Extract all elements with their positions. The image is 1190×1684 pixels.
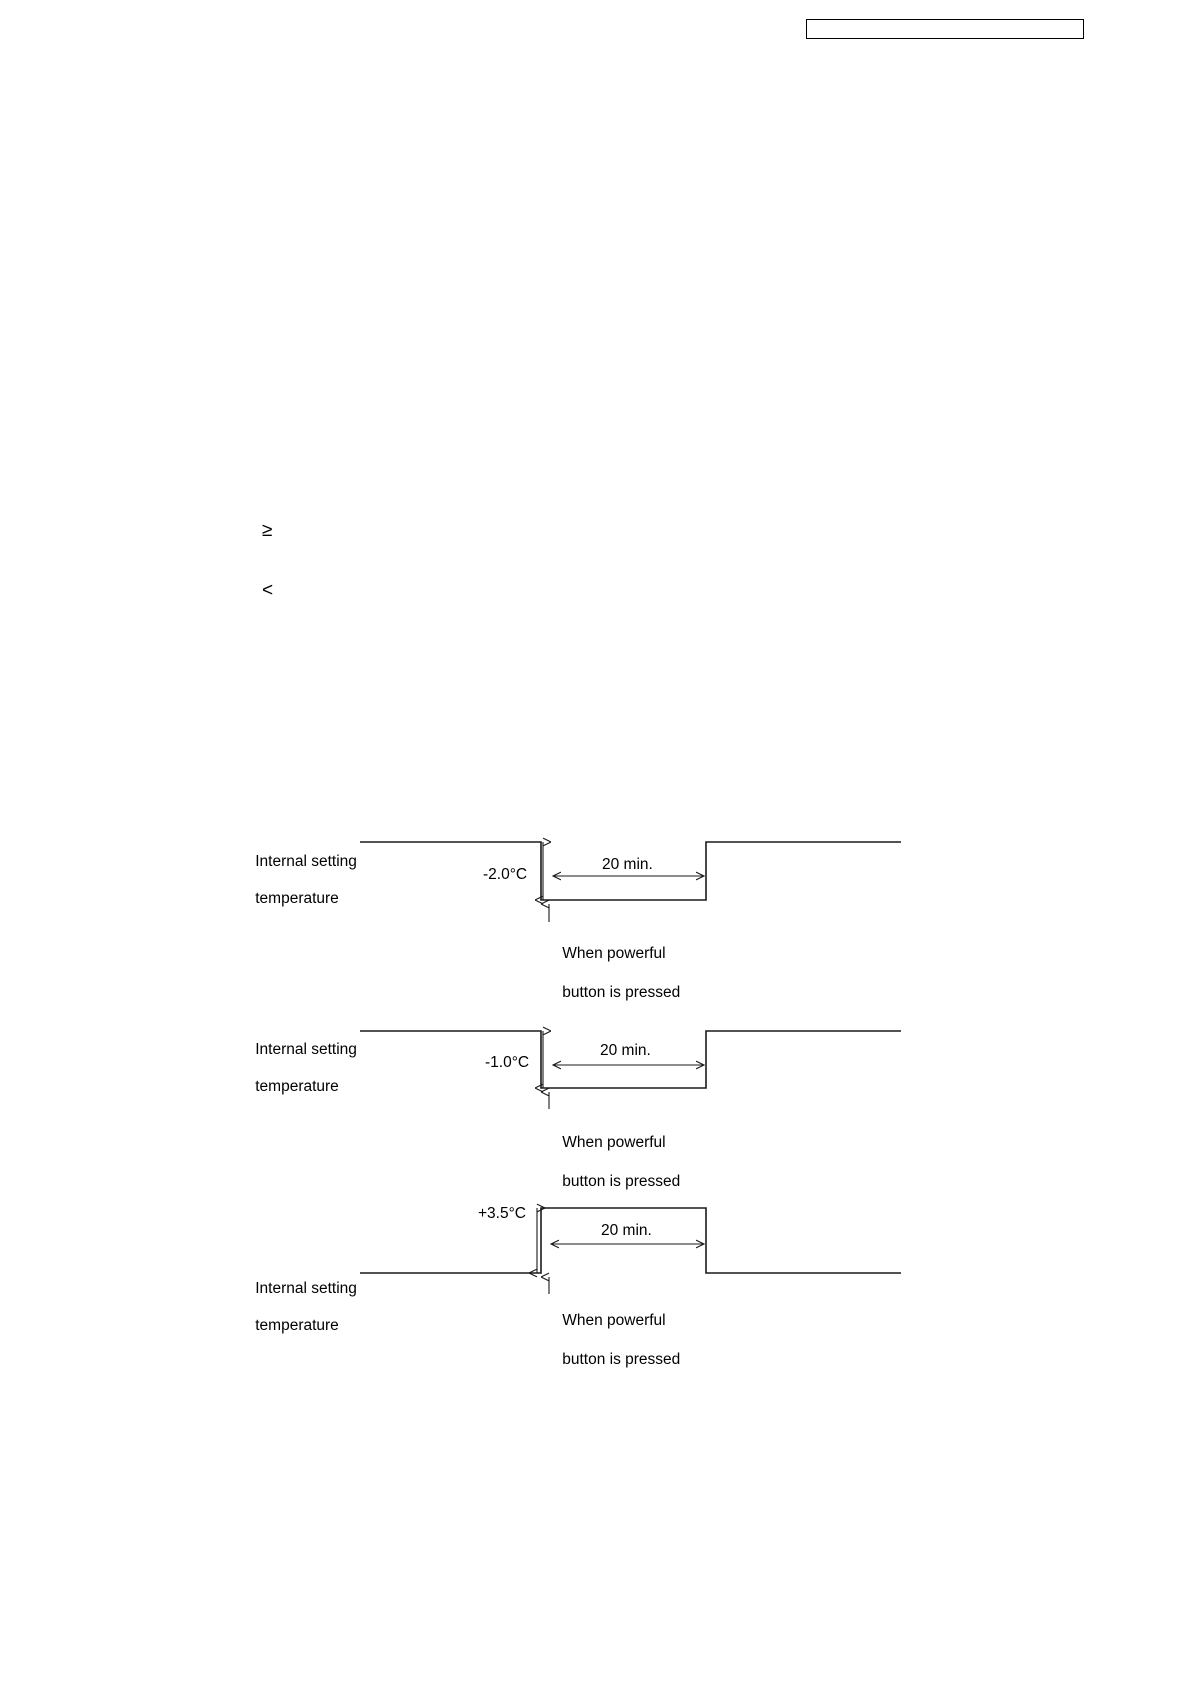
chart-powerful-minus-2 (0, 826, 1190, 966)
signal-trace (360, 841, 901, 901)
chart-3-press-note-line1: When powerful (562, 1311, 666, 1329)
chart-1-axis-label-line2: temperature (255, 889, 339, 907)
chart-3-delta-label: +3.5°C (478, 1205, 526, 1222)
chart-3-press-note-line2: button is pressed (562, 1350, 681, 1368)
chart-3-duration-label: 20 min. (601, 1222, 652, 1239)
signal-trace (360, 1030, 901, 1089)
chart-2-delta-label: -1.0°C (485, 1054, 530, 1071)
chart-3-axis-label-line1: Internal setting (255, 1279, 357, 1297)
chart-3-svg (360, 1196, 901, 1294)
less-than-symbol: < (262, 580, 274, 601)
chart-1-delta-label: -2.0°C (483, 866, 528, 883)
chart-2-axis-label-line1: Internal setting (255, 1040, 357, 1058)
chart-3-axis-label: Internal setting temperature (238, 1261, 357, 1354)
chart-powerful-minus-1 (0, 1014, 1190, 1154)
chart-1-svg (360, 826, 901, 922)
chart-2-press-note-line2: button is pressed (562, 1172, 681, 1190)
header-box (806, 19, 1084, 39)
chart-1-press-note: When powerful button is pressed (545, 924, 680, 1022)
chart-2-duration-label: 20 min. (600, 1042, 651, 1059)
chart-2-axis-label: Internal setting temperature (238, 1022, 357, 1115)
chart-2-svg (360, 1014, 901, 1109)
chart-powerful-plus-3-5 (0, 1196, 1190, 1336)
chart-1-press-note-line1: When powerful (562, 944, 666, 962)
signal-trace (360, 1207, 901, 1274)
chart-2-press-note: When powerful button is pressed (545, 1113, 680, 1211)
chart-1-axis-label-line1: Internal setting (255, 852, 357, 870)
chart-2-axis-label-line2: temperature (255, 1077, 339, 1095)
chart-1-axis-label: Internal setting temperature (238, 834, 357, 927)
chart-3-axis-label-line2: temperature (255, 1316, 339, 1334)
chart-3-press-note: When powerful button is pressed (545, 1291, 680, 1389)
greater-equal-symbol: ≥ (262, 520, 273, 541)
chart-2-press-note-line1: When powerful (562, 1133, 666, 1151)
chart-1-duration-label: 20 min. (602, 856, 653, 873)
chart-1-press-note-line2: button is pressed (562, 983, 681, 1001)
